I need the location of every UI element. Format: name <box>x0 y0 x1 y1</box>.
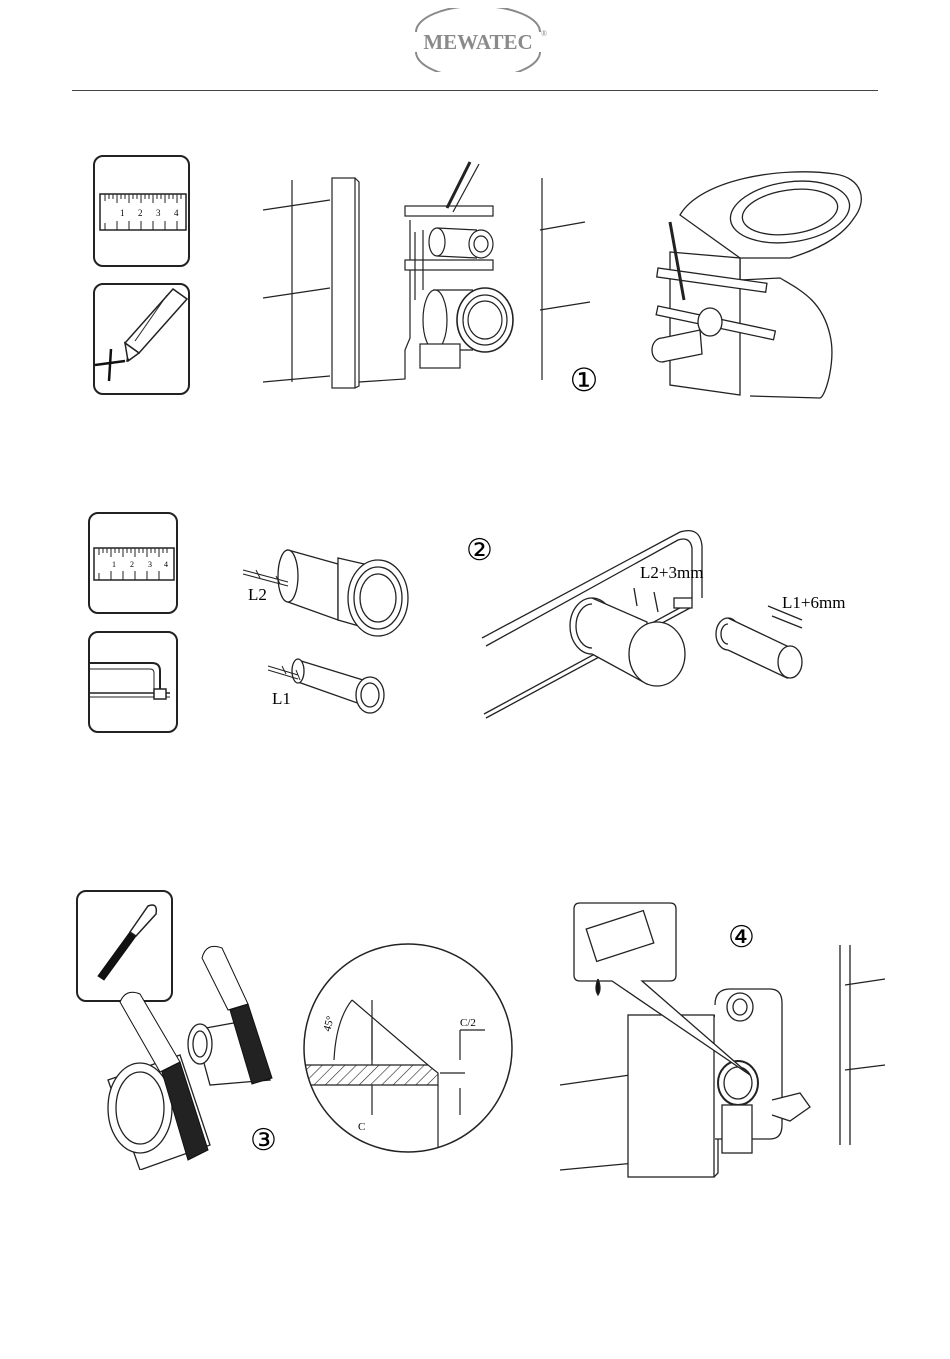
step3-deburr-illustration: ③ <box>100 940 310 1170</box>
step2-number: ② <box>466 534 493 567</box>
detail-c-label: C <box>358 1121 365 1133</box>
step4-number: ④ <box>728 921 755 954</box>
step1-toilet-illustration <box>640 160 870 405</box>
ruler-icon-card: 1 2 3 4 <box>93 155 190 267</box>
saw-icon <box>90 633 176 731</box>
detail-half-c-label: C/2 <box>460 1017 476 1029</box>
step1-frame-illustration <box>255 150 615 400</box>
step3-number: ③ <box>250 1124 277 1157</box>
registered-mark: ® <box>541 29 547 38</box>
step4-lubricate-illustration: ④ <box>560 895 890 1180</box>
svg-text:3: 3 <box>148 560 152 569</box>
svg-text:4: 4 <box>164 560 168 569</box>
header-divider <box>72 90 878 91</box>
ruler-icon: 1 2 3 4 <box>90 514 176 612</box>
step2-saw-cut-illustration: ② L2+3mm L1+6mm <box>462 528 892 748</box>
step3-chamfer-detail: 45° C/2 C <box>300 940 515 1155</box>
step1-number: ① <box>566 362 602 398</box>
pencil-icon <box>95 285 188 393</box>
label-l1-plus: L1+6mm <box>782 593 845 612</box>
label-l2: L2 <box>248 585 267 604</box>
svg-text:2: 2 <box>130 560 134 569</box>
label-l1: L1 <box>272 689 291 708</box>
svg-text:1: 1 <box>112 560 116 569</box>
svg-text:4: 4 <box>174 208 179 218</box>
saw-icon-card <box>88 631 178 733</box>
step2-pipe-measure-illustration: L2 L1 <box>238 530 418 730</box>
svg-text:2: 2 <box>138 208 143 218</box>
ruler-icon: 1 2 3 4 <box>95 157 188 265</box>
ruler-icon-card-2: 1 2 3 4 <box>88 512 178 614</box>
label-l2-plus: L2+3mm <box>640 563 703 582</box>
svg-text:①: ① <box>570 362 599 398</box>
svg-text:1: 1 <box>120 208 125 218</box>
mewatec-logo: MEWATEC ® <box>398 8 558 72</box>
svg-text:3: 3 <box>156 208 161 218</box>
pencil-icon-card <box>93 283 190 395</box>
brand-name: MEWATEC <box>423 30 532 54</box>
